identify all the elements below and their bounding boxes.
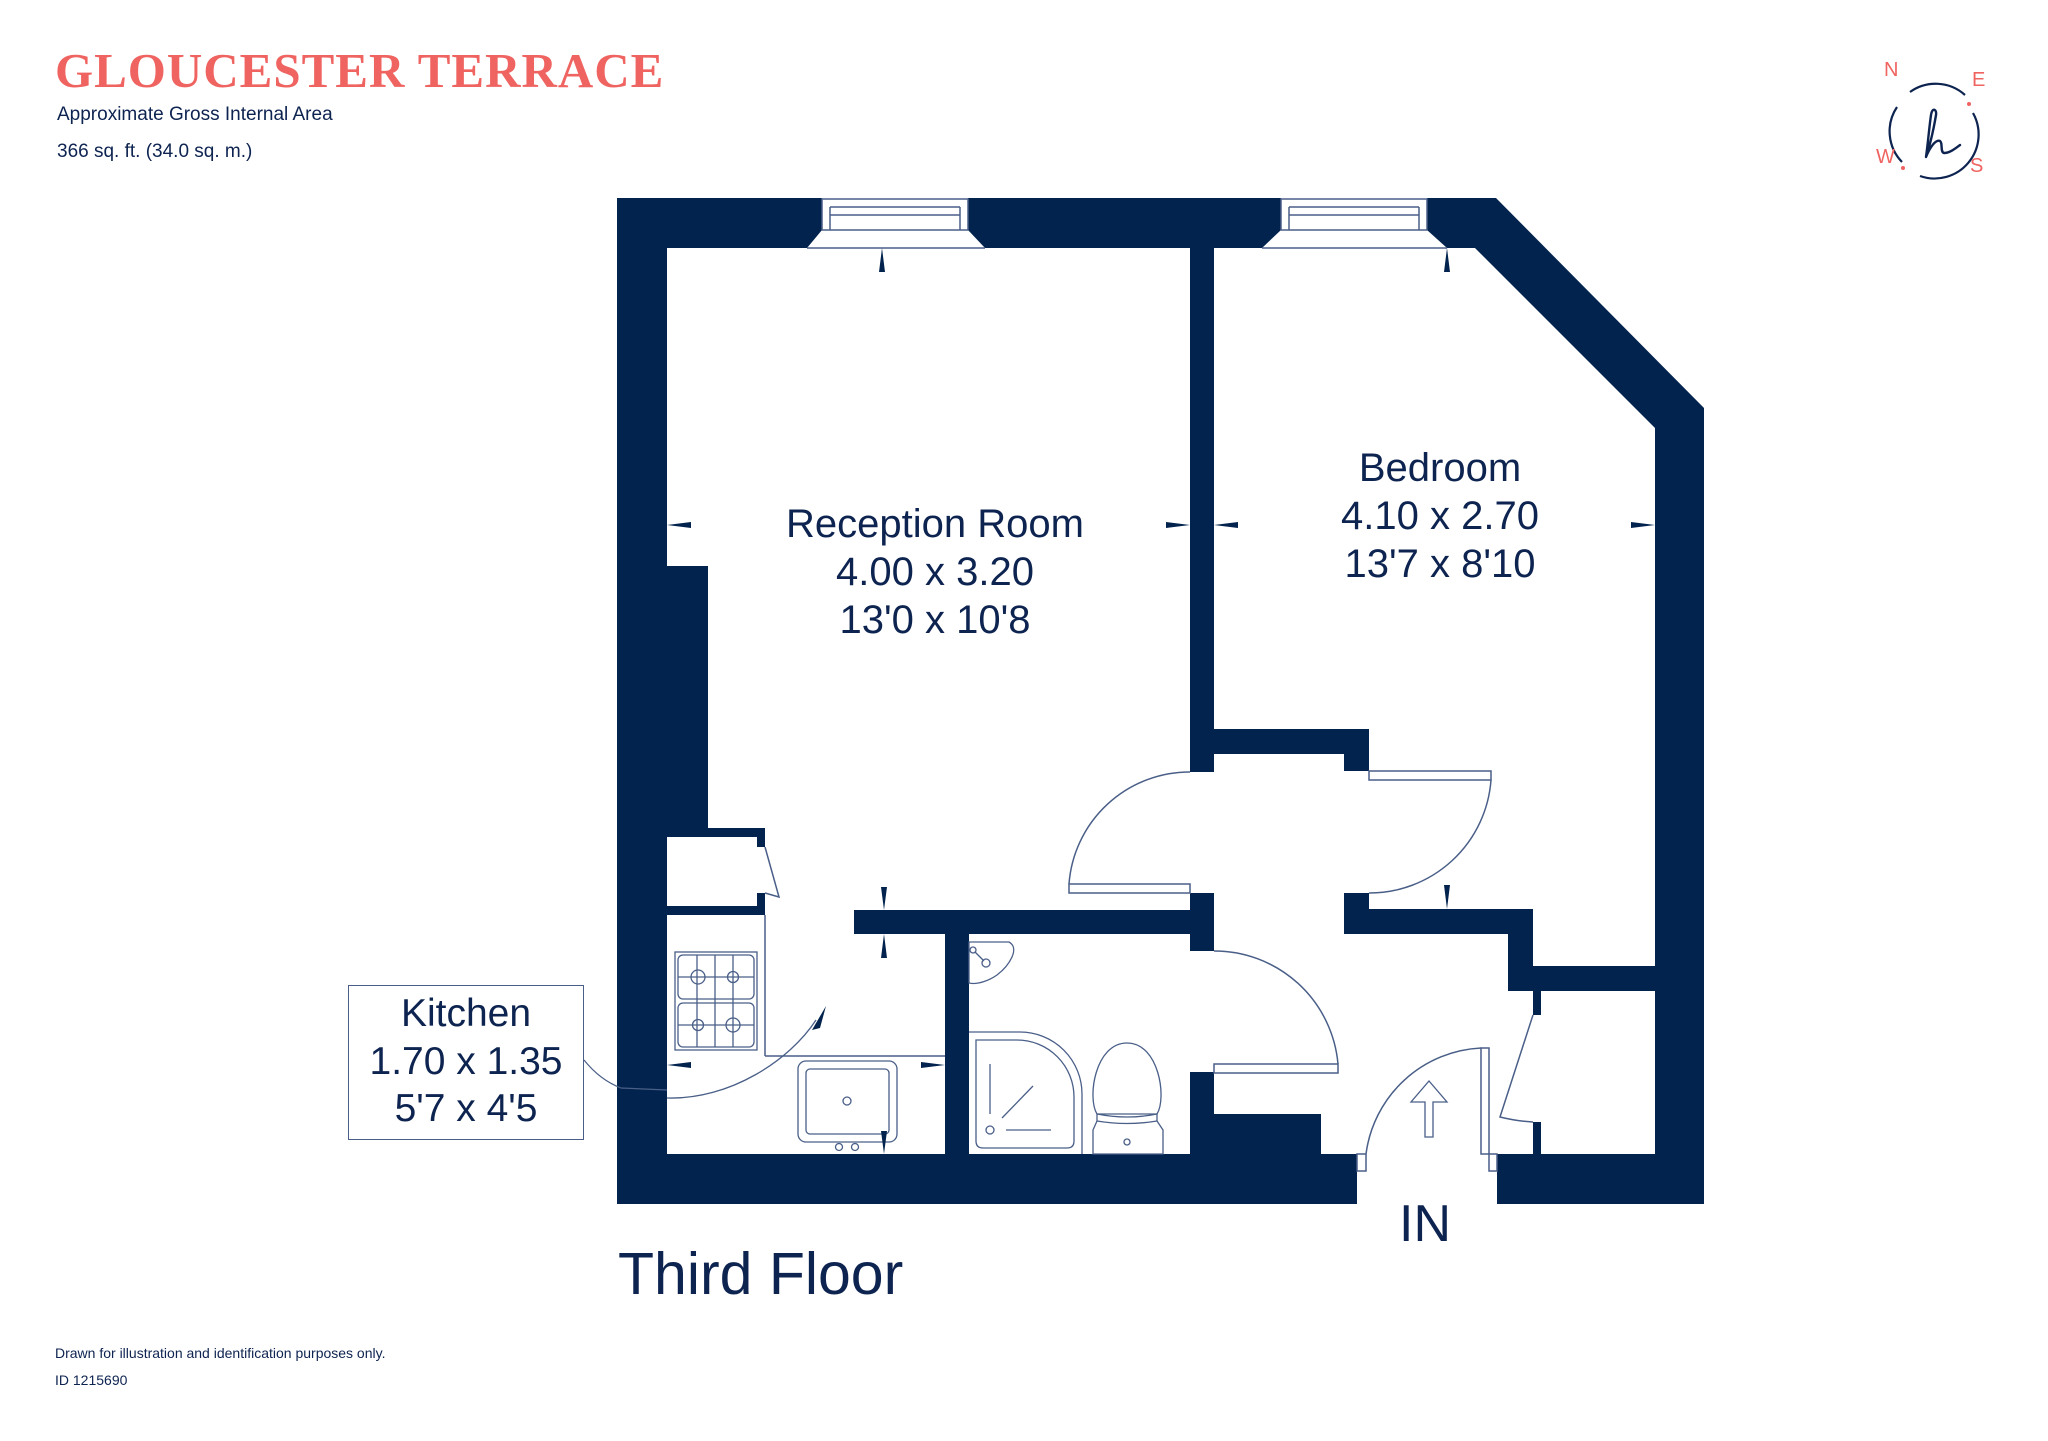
- compass-ring-icon: [1888, 82, 1980, 180]
- disclaimer-text: Drawn for illustration and identificatio…: [55, 1345, 386, 1361]
- cupboard-jamb-bottom: [757, 893, 765, 915]
- kitchen-leader-line: [583, 1059, 668, 1091]
- walls: [617, 198, 1704, 1204]
- plan-id: ID 1215690: [55, 1372, 128, 1388]
- wall-bedroom-jamb-left: [1344, 754, 1369, 771]
- cupboard-wall-bottom: [667, 906, 765, 915]
- compass-north-label: N: [1884, 59, 1899, 81]
- door-entrance-leaf: [1480, 1047, 1490, 1155]
- room-imperial: 13'0 x 10'8: [839, 598, 1031, 642]
- door-reception-swing: [1068, 771, 1191, 885]
- wall-cupboard-top: [1508, 966, 1655, 991]
- cupboard-wall-top: [667, 828, 765, 837]
- room-metric: 1.70 x 1.35: [369, 1039, 563, 1083]
- area-value: 366 sq. ft. (34.0 sq. m.): [57, 141, 253, 162]
- wall-bedroom-jamb-right: [1344, 893, 1369, 910]
- room-label-bedroom: Bedroom 4.10 x 2.70 13'7 x 8'10: [1260, 444, 1620, 588]
- wall-bathroom-block: [1190, 1114, 1321, 1154]
- wall-kitchen-bath-top: [854, 910, 1214, 934]
- door-reception-leaf: [1068, 883, 1191, 894]
- room-metric: 4.00 x 3.20: [836, 550, 1034, 594]
- door-bathroom-leaf: [1213, 1063, 1339, 1074]
- door-entrance-jamb-left: [1356, 1153, 1367, 1172]
- shower-enclosure-icon: [969, 1031, 1083, 1154]
- door-entrance-jamb-right: [1488, 1153, 1498, 1172]
- chimney-breast: [617, 566, 708, 828]
- floor-name: Third Floor: [618, 1241, 904, 1307]
- wall-top-left: [617, 198, 822, 566]
- toilet-bowl-icon: [1092, 1042, 1162, 1115]
- wall-left-lower: [617, 828, 667, 1204]
- wall-bedroom-bottom-left: [1214, 729, 1369, 754]
- door-hall-cupboard: [1499, 1014, 1534, 1123]
- measurement-arrows: [667, 248, 1655, 1154]
- room-name: Kitchen: [400, 992, 532, 1035]
- room-label-reception: Reception Room 4.00 x 3.20 13'0 x 10'8: [740, 500, 1130, 644]
- compass-logo: N E S W: [1870, 55, 1990, 185]
- windows: [807, 198, 1447, 249]
- door-kitchen-cupboard: [764, 846, 781, 899]
- window-bedroom: [1280, 198, 1428, 231]
- wall-top-middle: [968, 198, 1281, 248]
- compass-west-label: W: [1876, 146, 1895, 168]
- kitchen-arrow-icon: [666, 1006, 826, 1099]
- room-name: Bedroom: [1358, 446, 1522, 490]
- door-bedroom-leaf: [1368, 770, 1492, 781]
- compass-south-label: S: [1970, 155, 1984, 177]
- room-metric: 4.10 x 2.70: [1341, 494, 1539, 538]
- wall-bottom-left: [617, 1154, 1357, 1204]
- bathroom-fixtures: [968, 941, 1164, 1155]
- basin-icon: [968, 941, 1015, 985]
- area-caption: Approximate Gross Internal Area: [57, 104, 333, 125]
- wall-stub-bath: [1190, 893, 1214, 951]
- window-reception: [821, 198, 969, 231]
- entrance-arrow-icon: [1409, 1080, 1449, 1138]
- entrance-label: IN: [1399, 1195, 1451, 1253]
- hob-icon: [674, 951, 758, 1051]
- property-title: GLOUCESTER TERRACE: [55, 43, 665, 98]
- door-bathroom-swing: [1213, 950, 1339, 1065]
- door-entrance-swing: [1365, 1047, 1482, 1155]
- door-bedroom-swing: [1368, 779, 1492, 894]
- wall-partition-reception-bedroom: [1190, 248, 1214, 772]
- room-label-kitchen: Kitchen 1.70 x 1.35 5'7 x 4'5: [348, 985, 584, 1140]
- compass-east-label: E: [1972, 69, 1986, 91]
- wall-bedroom-bottom-right: [1344, 909, 1508, 934]
- cupboard-jamb-top: [757, 828, 765, 847]
- cupboard-right-jamb-bottom: [1533, 1122, 1541, 1154]
- cupboard-right-jamb-top: [1533, 991, 1541, 1015]
- wall-bathroom-left: [945, 934, 969, 1154]
- room-imperial: 5'7 x 4'5: [394, 1087, 538, 1131]
- doors: [764, 770, 1534, 1172]
- wall-hall-step: [1508, 909, 1533, 966]
- sink-icon: [797, 1060, 898, 1152]
- wall-top-right-diagonal: [1427, 198, 1704, 1204]
- room-imperial: 13'7 x 8'10: [1344, 542, 1536, 586]
- shower-tray-icon: [975, 1039, 1075, 1149]
- room-name: Reception Room: [786, 502, 1084, 546]
- wall-bottom-right: [1497, 1154, 1704, 1204]
